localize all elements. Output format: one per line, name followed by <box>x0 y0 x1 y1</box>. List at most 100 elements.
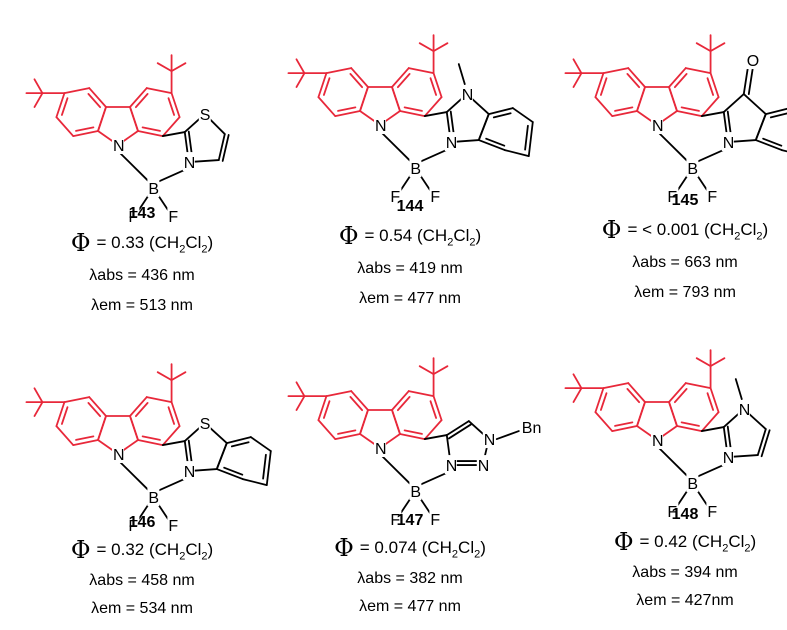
double-bond <box>599 77 608 96</box>
carbazole-ring <box>700 411 720 432</box>
carbazole-pyrrole <box>97 415 107 441</box>
carbazole-ring <box>602 67 630 75</box>
emission: λem = 477 nm <box>359 598 461 615</box>
double-bond <box>448 423 472 440</box>
double-bond <box>524 124 529 151</box>
atom-bn: Bn <box>522 420 542 437</box>
atom-n-carbazole: N <box>113 447 125 464</box>
carbazole-ring <box>432 395 443 422</box>
double-bond <box>485 137 506 147</box>
atom-label-mask <box>127 206 140 226</box>
double-bond <box>141 435 161 441</box>
double-bond <box>769 112 787 119</box>
benzo-ring <box>215 442 228 470</box>
atom-label-mask <box>745 50 758 70</box>
atom-n: N <box>184 464 196 481</box>
quantum-yield: = 0.32 (CH <box>96 540 180 559</box>
benzo-ring <box>764 107 787 115</box>
carbazole-ring <box>63 396 91 404</box>
methyl-bond <box>432 365 449 376</box>
double-bond <box>760 429 771 458</box>
atom-f: F <box>430 189 440 206</box>
caption-146: 146 Φ= 0.32 (CH2Cl2) λabs = 458 nm λem =… <box>22 514 262 618</box>
compound-number: 144 <box>396 198 424 215</box>
benzyl-bond <box>495 430 520 440</box>
atom-n-methyl: N <box>739 402 751 419</box>
quantum-yield: = 0.33 (CH <box>96 233 180 252</box>
carbazole-ring <box>55 401 66 428</box>
carbazole-ring <box>55 92 66 119</box>
quantum-yield: = 0.54 (CH <box>364 226 448 245</box>
carbazole-ring <box>668 67 687 88</box>
atom-n-methyl: N <box>462 87 474 104</box>
compound-number: 146 <box>128 514 156 531</box>
atom-label-mask <box>460 84 473 104</box>
carbazole-ring <box>391 67 410 88</box>
carbazole-ring <box>594 96 614 117</box>
benzo-ring <box>225 436 252 444</box>
atom-label-mask <box>666 501 679 521</box>
double-bond <box>223 466 244 476</box>
atom-f: F <box>430 512 440 529</box>
carbazole-ring <box>170 401 181 428</box>
phi-symbol: Φ <box>338 222 359 250</box>
atom-label-mask <box>389 509 402 529</box>
carbazole-ring <box>602 382 630 390</box>
carbazole-ring <box>594 387 605 414</box>
double-bond <box>599 392 608 411</box>
carbazole-ring <box>594 411 614 432</box>
double-bond <box>429 77 438 96</box>
atom-o: O <box>747 53 759 70</box>
five-ring <box>722 93 745 113</box>
atom-f: F <box>390 512 400 529</box>
carbazole-ring <box>709 387 720 414</box>
double-bond <box>673 387 688 404</box>
double-bond <box>706 77 715 96</box>
carbazole-ring <box>627 382 646 403</box>
double-bond <box>403 106 423 112</box>
linker-bond <box>161 440 186 446</box>
atom-s: S <box>200 416 211 433</box>
methyl-bond <box>33 387 44 404</box>
atom-n: N <box>723 450 735 467</box>
carbazole-ring <box>407 67 435 75</box>
carbazole-ring <box>611 425 638 432</box>
double-bond <box>337 429 357 435</box>
methyl-bond <box>295 72 306 88</box>
carbazole-pyrrole <box>359 86 369 112</box>
carbazole-ring <box>684 67 712 75</box>
double-bond <box>262 453 267 480</box>
double-bond <box>322 77 331 96</box>
methyl-bond <box>695 357 712 368</box>
five-ring <box>742 93 767 115</box>
double-bond <box>349 72 364 89</box>
absorption: λabs = 394 nm <box>632 564 738 581</box>
carbazole-ring <box>325 67 353 75</box>
caption-148: 148 Φ= 0.42 (CH2Cl2) λabs = 394 nm λem =… <box>565 506 787 610</box>
atom-label-mask <box>429 509 442 529</box>
n-b-bond <box>379 130 413 163</box>
linker-bond <box>423 111 448 117</box>
atom-label-mask <box>112 444 124 463</box>
carbazole-ring <box>317 96 337 117</box>
methyl-bond <box>33 78 44 95</box>
carbazole-pyrrole <box>391 409 401 435</box>
atom-label-mask <box>706 501 719 521</box>
carbazole-ring <box>399 110 426 117</box>
benzo-ring <box>249 436 272 452</box>
double-bond <box>396 72 411 89</box>
carbazole-ring <box>88 396 107 417</box>
atom-label-mask <box>651 115 663 134</box>
caption-145: 145 Φ= < 0.001 (CH2Cl2) λabs = 663 nm λe… <box>565 192 787 302</box>
atom-n: N <box>723 135 735 152</box>
atom-n: N <box>446 135 458 152</box>
linker-bond <box>161 131 186 137</box>
phi-symbol: Φ <box>70 536 91 564</box>
atom-f: F <box>390 189 400 206</box>
carbazole-ring <box>611 110 638 117</box>
caption-143: 143 Φ= 0.33 (CH2Cl2) λabs = 436 nm λem =… <box>22 205 262 315</box>
carbazole-pyrrole <box>668 401 678 427</box>
atom-label-mask <box>429 186 442 206</box>
